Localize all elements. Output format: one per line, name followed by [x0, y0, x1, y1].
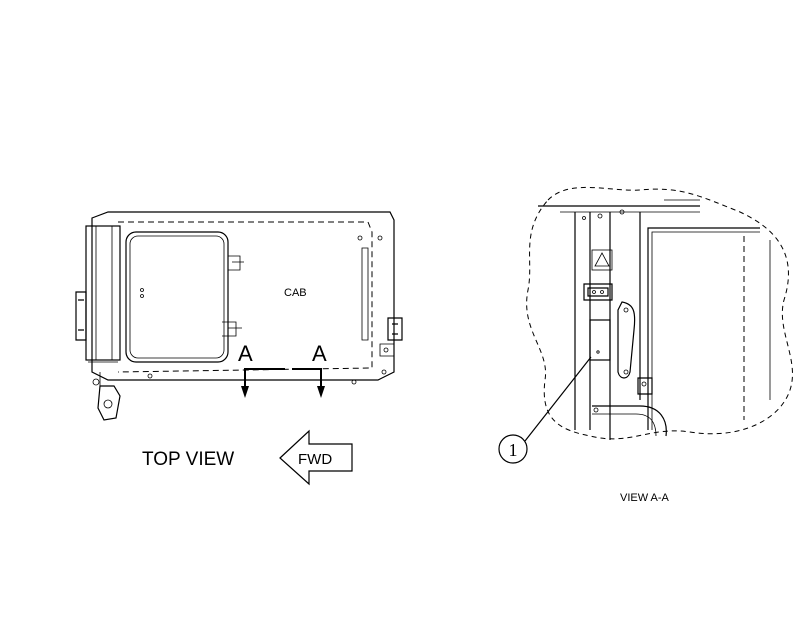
cab-label: CAB [284, 287, 307, 299]
left-handle [75, 291, 87, 341]
section-cut-line [244, 368, 322, 390]
callout-leader [524, 356, 592, 442]
window-latch-upper [228, 255, 244, 271]
section-view-a-a: 1 VIEW A-A [498, 186, 793, 504]
warning-triangle-icon [594, 252, 610, 267]
view-a-a-caption: VIEW A-A [620, 492, 670, 504]
cab-outline [91, 211, 395, 381]
window-latch-lower [222, 321, 242, 337]
top-view-caption: TOP VIEW [142, 449, 234, 470]
cab-top-view: CAB A A TOP VIEW FWD [75, 211, 403, 486]
bottom-bracket [97, 385, 121, 421]
section-marker-left: A [238, 341, 253, 366]
inner-panel [647, 227, 760, 430]
bottom-rail [592, 405, 667, 437]
door-latch [583, 283, 613, 301]
right-side-frame [361, 247, 369, 341]
right-latch [387, 317, 403, 341]
fwd-label: FWD [298, 451, 332, 468]
section-marker-right: A [312, 341, 327, 366]
callout-number: 1 [509, 440, 518, 460]
grab-handle [617, 301, 636, 379]
section-arrow-left [241, 386, 249, 398]
item-1-component [589, 319, 611, 361]
fwd-arrow-icon [279, 429, 353, 486]
cab-window [125, 231, 229, 363]
left-door-strip [85, 225, 121, 361]
warning-label [591, 249, 613, 271]
lower-latch [637, 377, 653, 395]
break-boundary [526, 186, 793, 440]
cab-inner-dashed-outline [117, 221, 373, 373]
section-arrow-right [317, 386, 325, 398]
callout-circle [498, 434, 528, 464]
